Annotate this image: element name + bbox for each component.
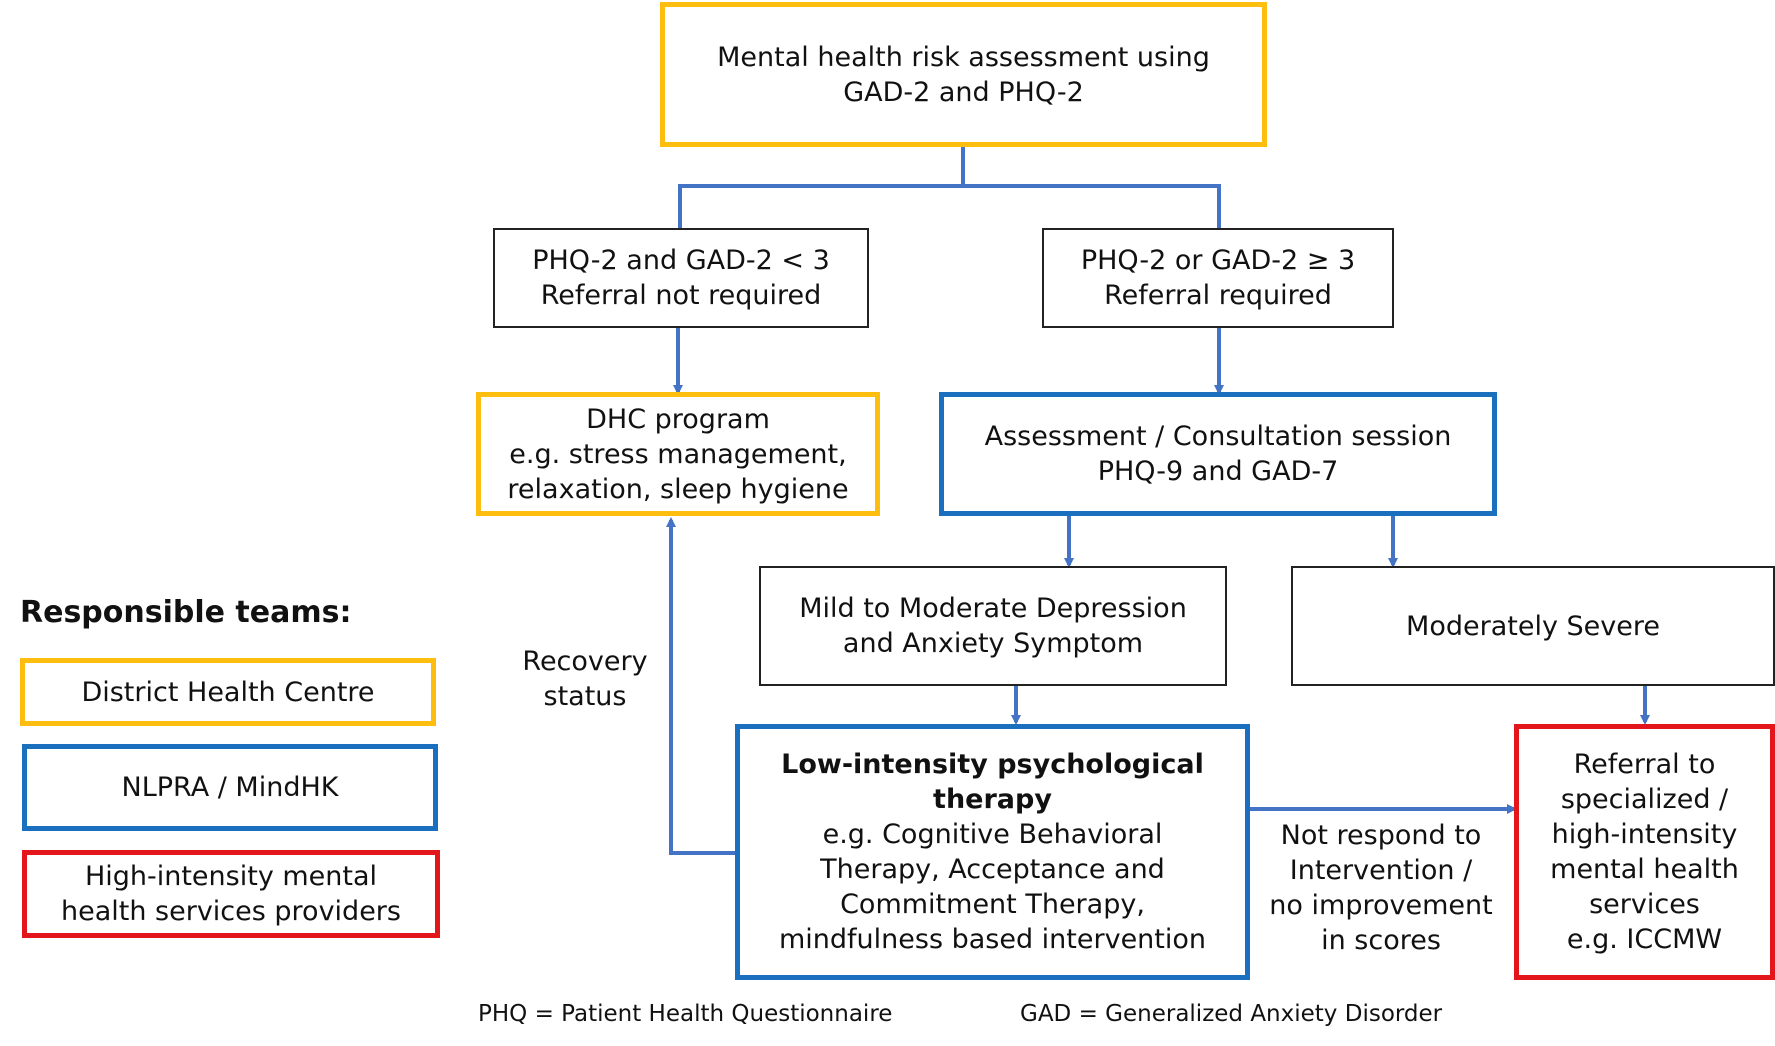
no-response-line2: Intervention / [1289, 855, 1473, 886]
legend-item-district-health-centre: District Health Centre [20, 658, 436, 726]
mild-moderate-box: Mild to Moderate Depression and Anxiety … [759, 566, 1227, 686]
legend-item-label2: health services providers [61, 896, 401, 927]
mild-line2: and Anxiety Symptom [842, 628, 1144, 659]
referral-line6: e.g. ICCMW [1566, 924, 1723, 955]
footnote-gad: GAD = Generalized Anxiety Disorder [1020, 1001, 1443, 1027]
footnote-phq: PHQ = Patient Health Questionnaire [478, 1001, 893, 1027]
assessment-line1: Assessment / Consultation session [984, 421, 1452, 452]
mild-line1: Mild to Moderate Depression [799, 593, 1187, 624]
right-criteria-line2: Referral required [1104, 280, 1332, 311]
no-response-line3: no improvement [1269, 890, 1493, 921]
referral-required-box: PHQ-2 or GAD-2 ≥ 3 Referral required [1042, 228, 1394, 328]
referral-line1: Referral to [1573, 749, 1716, 780]
legend-title: Responsible teams: [20, 595, 352, 630]
legend-item-nlpra-mindhk: NLPRA / MindHK [22, 744, 438, 831]
recovery-status-label: Recovery status [505, 644, 665, 714]
referral-not-required-box: PHQ-2 and GAD-2 < 3 Referral not require… [493, 228, 869, 328]
referral-line4: mental health [1550, 854, 1739, 885]
low-intensity-line3: Commitment Therapy, [840, 889, 1145, 920]
right-criteria-line1: PHQ-2 or GAD-2 ≥ 3 [1080, 245, 1356, 276]
legend-item-high-intensity-providers: High-intensity mental health services pr… [22, 850, 440, 938]
assessment-line2: PHQ-9 and GAD-7 [1097, 456, 1339, 487]
low-intensity-therapy-box: Low-intensity psychological therapy e.g.… [735, 724, 1250, 980]
referral-line3: high-intensity [1551, 819, 1738, 850]
moderately-severe-box: Moderately Severe [1291, 566, 1775, 686]
arrow-recovery-to-dhc [666, 517, 736, 855]
low-intensity-line1: e.g. Cognitive Behavioral [822, 819, 1163, 850]
recovery-line1: Recovery [522, 646, 648, 677]
referral-line2: specialized / [1560, 784, 1729, 815]
referral-line5: services [1589, 889, 1700, 920]
left-criteria-line1: PHQ-2 and GAD-2 < 3 [532, 245, 830, 276]
low-intensity-title1: Low-intensity psychological [781, 749, 1204, 780]
low-intensity-line4: mindfulness based intervention [778, 924, 1207, 955]
low-intensity-title2: therapy [933, 784, 1052, 815]
no-response-label: Not respond to Intervention / no improve… [1252, 818, 1510, 958]
no-response-line4: in scores [1321, 925, 1441, 956]
specialized-referral-box: Referral to specialized / high-intensity… [1514, 724, 1775, 980]
low-intensity-line2: Therapy, Acceptance and [820, 854, 1165, 885]
legend-item-label: District Health Centre [81, 676, 375, 708]
dhc-program-line1: DHC program [586, 403, 770, 435]
dhc-program-box: DHC program e.g. stress management, rela… [476, 392, 880, 516]
legend-item-label: NLPRA / MindHK [121, 772, 339, 803]
risk-assessment-line1: Mental health risk assessment using [717, 41, 1210, 73]
severe-line1: Moderately Severe [1406, 610, 1660, 642]
connector-top-split [678, 147, 1221, 228]
left-criteria-line2: Referral not required [540, 280, 822, 311]
dhc-program-line3: relaxation, sleep hygiene [507, 473, 849, 505]
recovery-line2: status [543, 681, 627, 712]
risk-assessment-box: Mental health risk assessment using GAD-… [660, 2, 1267, 147]
assessment-session-box: Assessment / Consultation session PHQ-9 … [939, 392, 1497, 516]
no-response-line1: Not respond to [1280, 820, 1482, 851]
dhc-program-line2: e.g. stress management, [509, 438, 847, 470]
risk-assessment-line2: GAD-2 and PHQ-2 [843, 76, 1084, 108]
legend-item-label: High-intensity mental [84, 861, 378, 892]
